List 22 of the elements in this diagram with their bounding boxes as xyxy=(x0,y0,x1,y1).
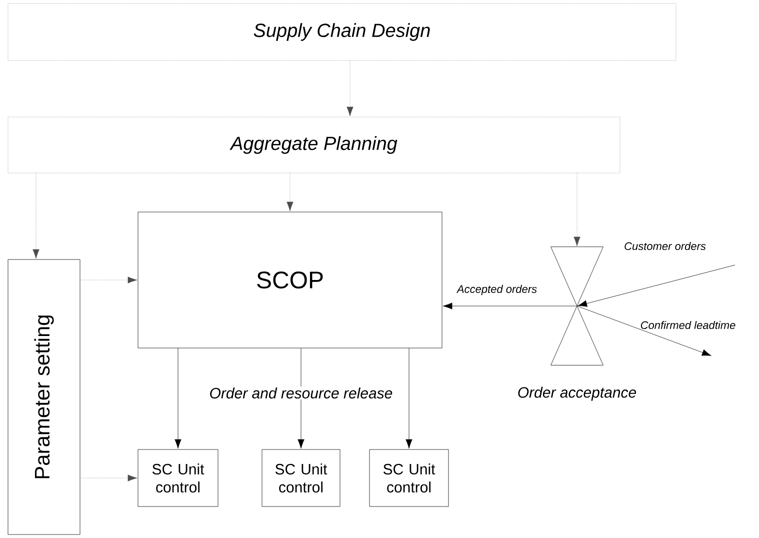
arrow xyxy=(576,306,712,356)
edge-label: Accepted orders xyxy=(456,284,537,296)
arrow xyxy=(574,173,580,246)
arrow xyxy=(346,60,354,116)
arrow xyxy=(174,348,182,449)
process-box: Parameter setting xyxy=(8,259,80,535)
process-box: Aggregate Planning xyxy=(8,116,620,174)
arrow xyxy=(80,276,138,284)
edge-label: Customer orders xyxy=(624,242,706,250)
process-box: Supply Chain Design xyxy=(8,3,676,61)
arrow xyxy=(442,302,578,310)
flow-label: Order and resource release xyxy=(208,386,394,400)
process-box: SC Unit control xyxy=(138,449,218,507)
arrow xyxy=(578,264,736,307)
arrow xyxy=(406,348,412,449)
arrow xyxy=(286,173,294,212)
arrow xyxy=(80,474,138,482)
edge-label: Confirmed leadtime xyxy=(640,320,736,330)
process-box: SCOP xyxy=(138,212,442,348)
process-box: SC Unit control xyxy=(369,449,449,507)
arrow xyxy=(32,173,40,259)
process-box: SC Unit control xyxy=(262,449,340,507)
